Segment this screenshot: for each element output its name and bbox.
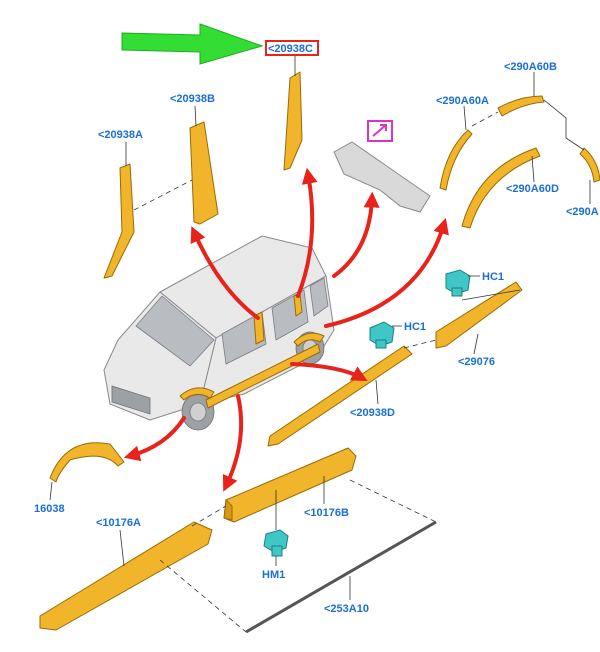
- label-16038[interactable]: 16038: [34, 503, 65, 515]
- label-253a10[interactable]: <253A10: [324, 603, 369, 615]
- label-290a60d[interactable]: <290A60D: [506, 183, 559, 195]
- red-arrows: [123, 167, 449, 492]
- label-hm1[interactable]: HM1: [262, 569, 285, 581]
- vehicle-illustration: [103, 235, 335, 431]
- label-10176b[interactable]: <10176B: [304, 507, 349, 519]
- part-20938d[interactable]: [267, 345, 413, 447]
- label-20938c[interactable]: <20938C: [268, 43, 313, 55]
- clip-hm1[interactable]: [263, 529, 289, 557]
- clip-hc1-mid[interactable]: [369, 321, 395, 349]
- part-290a60b[interactable]: [497, 95, 545, 117]
- part-290a[interactable]: [579, 147, 600, 183]
- part-20938a[interactable]: [103, 163, 135, 279]
- label-20938a[interactable]: <20938A: [98, 129, 143, 141]
- label-290a[interactable]: <290A: [566, 206, 599, 218]
- part-20938b[interactable]: [189, 121, 219, 225]
- label-10176a[interactable]: <10176A: [96, 517, 141, 529]
- part-29076[interactable]: [435, 281, 523, 349]
- label-20938b[interactable]: <20938B: [170, 93, 215, 105]
- highlight-box: [265, 40, 319, 56]
- label-hc1-mid[interactable]: HC1: [404, 321, 426, 333]
- part-16038[interactable]: [49, 442, 125, 483]
- part-10176a[interactable]: [39, 521, 213, 631]
- part-20938c[interactable]: [283, 71, 303, 171]
- green-arrow-icon: [121, 23, 264, 65]
- external-link-icon[interactable]: [367, 120, 393, 142]
- label-290a60b[interactable]: <290A60B: [504, 61, 557, 73]
- label-20938d[interactable]: <20938D: [350, 407, 395, 419]
- label-hc1-top[interactable]: HC1: [482, 271, 504, 283]
- part-253a10[interactable]: [245, 520, 437, 634]
- clip-hc1-top[interactable]: [445, 269, 471, 297]
- part-290a60a[interactable]: [439, 129, 473, 191]
- grey-bracket-part[interactable]: [333, 141, 431, 213]
- label-29076[interactable]: <29076: [458, 356, 495, 368]
- label-290a60a[interactable]: <290A60A: [436, 95, 489, 107]
